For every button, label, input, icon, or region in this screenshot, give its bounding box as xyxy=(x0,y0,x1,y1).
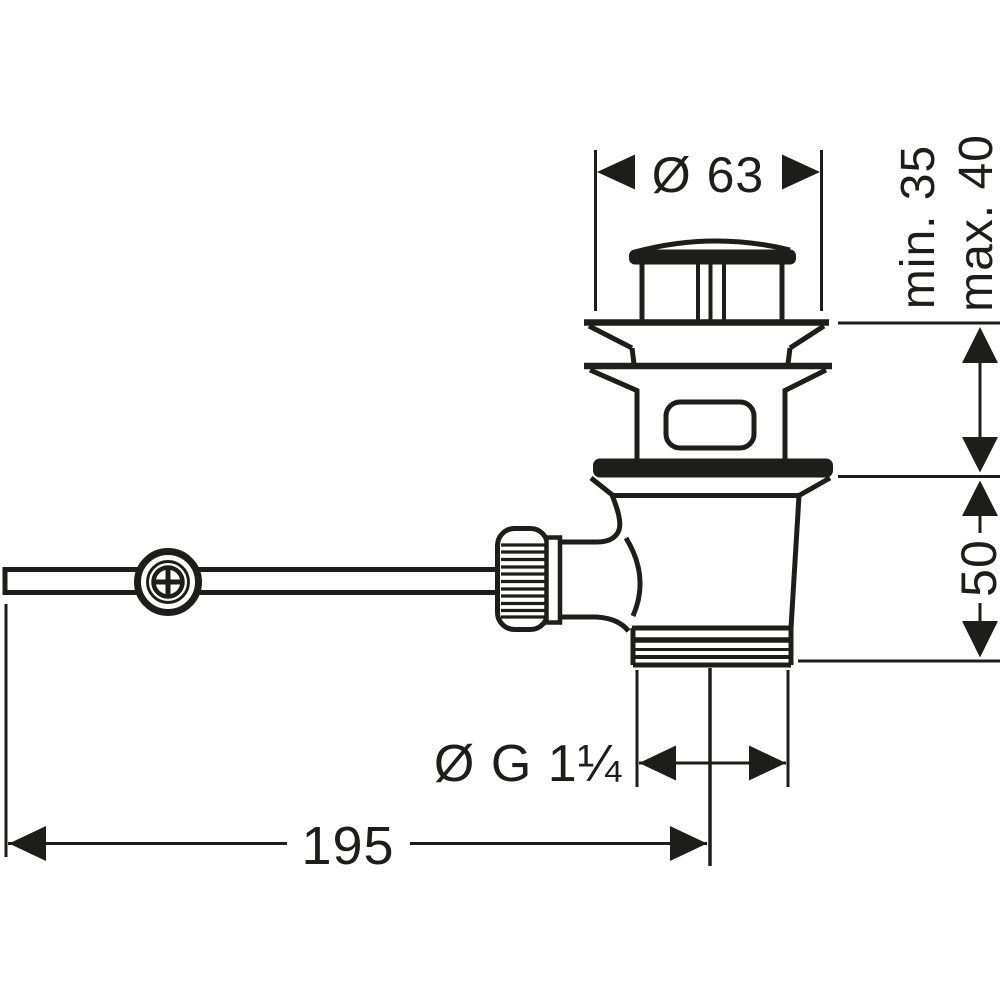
dim-length-label: 195 xyxy=(301,816,394,876)
dim-thread-size: Ø G 1¼ xyxy=(434,668,790,866)
arrow-left-icon xyxy=(639,745,676,781)
dim-thread-label: Ø G 1¼ xyxy=(434,735,622,793)
pivot-middle-ring xyxy=(146,560,190,604)
cap-dome xyxy=(634,238,791,255)
dim-cap-diameter-label: Ø 63 xyxy=(652,147,764,203)
swivel-nut xyxy=(495,526,563,632)
arrow-right-icon xyxy=(782,154,820,190)
valve-body xyxy=(559,475,832,633)
outlet-thread xyxy=(630,625,794,668)
pivot-cross-icon xyxy=(153,567,183,597)
upper-body-walls xyxy=(634,389,788,459)
dim-height-label: 50 xyxy=(951,539,1000,597)
cap-edge-band xyxy=(629,249,796,265)
cap-skirt xyxy=(639,264,785,320)
body-upper xyxy=(634,389,788,459)
dim-extension-lines xyxy=(635,670,790,787)
dim-cap-diameter: Ø 63 xyxy=(594,147,823,311)
seal-ring-underside xyxy=(589,475,832,498)
flange-lower xyxy=(584,362,832,394)
overflow-window xyxy=(663,399,757,451)
dim-mounting-depth: min. 35 max. 40 xyxy=(838,134,1000,478)
arrow-down-icon xyxy=(962,437,998,473)
pop-up-cap xyxy=(629,238,796,320)
dim-min-label: min. 35 xyxy=(892,145,945,309)
arrow-up-icon xyxy=(962,327,998,363)
side-port-bottom xyxy=(559,614,631,633)
side-port-top xyxy=(559,494,623,545)
flange-band-sides xyxy=(629,347,793,365)
arrow-right-icon xyxy=(670,826,707,861)
flange-upper-slopes xyxy=(587,323,826,351)
gasket xyxy=(593,458,833,478)
nut-collar xyxy=(544,535,563,625)
valve-seat-curve xyxy=(623,536,643,617)
arrow-up-icon xyxy=(962,480,998,516)
dim-lower-height: 50 xyxy=(798,480,1000,663)
flange-upper xyxy=(584,319,829,365)
flange-lower-slopes xyxy=(588,367,828,394)
lift-rod-bar xyxy=(2,567,501,595)
body-right-wall xyxy=(788,495,802,629)
seal-ring xyxy=(593,458,833,478)
thread-side-edges xyxy=(630,628,794,665)
nut-knurling xyxy=(501,543,545,619)
arrow-left-icon xyxy=(597,154,635,190)
arrow-right-icon xyxy=(749,745,786,781)
cap-stem xyxy=(696,264,726,320)
dim-overall-length: 195 xyxy=(4,604,707,876)
arrow-down-icon xyxy=(962,621,998,658)
dim-extension-lines xyxy=(594,150,823,311)
arrow-left-icon xyxy=(9,826,46,861)
dim-max-label: max. 40 xyxy=(950,134,1000,312)
lift-rod xyxy=(2,567,501,595)
pivot-joint xyxy=(134,548,202,616)
